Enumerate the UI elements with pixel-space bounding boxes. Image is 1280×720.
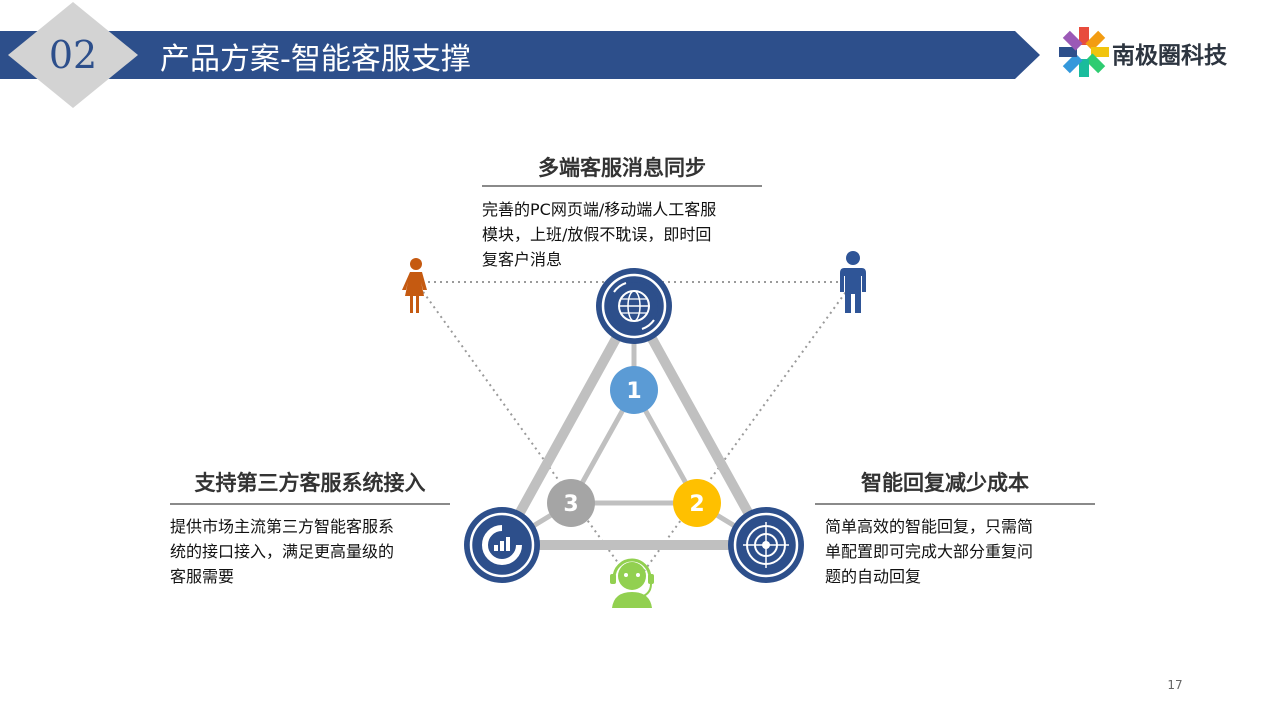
female-user-icon	[402, 258, 427, 313]
main-triangle	[497, 301, 771, 550]
badge-1: 1	[610, 366, 658, 414]
dotted-triangle	[415, 281, 855, 587]
feature-title-third-party: 支持第三方客服系统接入	[194, 471, 426, 495]
badge-3: 3	[547, 479, 595, 527]
target-icon	[728, 507, 804, 583]
feature-rule-top	[482, 185, 762, 187]
badge-3-label: 3	[563, 492, 578, 517]
badge-2: 2	[673, 479, 721, 527]
feature-title-multi-end: 多端客服消息同步	[538, 156, 706, 180]
header-banner	[0, 2, 1040, 108]
feature-title-smart-reply: 智能回复减少成本	[861, 471, 1029, 495]
globe-icon	[596, 268, 672, 344]
headset-agent-icon	[610, 558, 654, 608]
section-number: 02	[48, 33, 98, 77]
feature-desc-third-party: 提供市场主流第三方智能客服系 统的接口接入，满足更高量级的 客服需要	[170, 517, 395, 586]
inner-triangle	[566, 384, 702, 506]
title-bar	[0, 31, 1040, 79]
logo-icon	[1059, 27, 1109, 77]
badge-1-label: 1	[626, 379, 641, 404]
feature-desc-smart-reply: 简单高效的智能回复，只需简 单配置即可完成大部分重复问 题的自动回复	[825, 517, 1034, 586]
section-diamond	[8, 2, 138, 108]
logo-text: 南极圈科技	[1112, 43, 1227, 69]
feature-desc-multi-end: 完善的PC网页端/移动端人工客服 模块，上班/放假不耽误，即时回 复客户消息	[482, 200, 717, 269]
feature-rule-left	[170, 503, 450, 505]
chart-icon	[464, 507, 540, 583]
page-title: 产品方案-智能客服支撑	[160, 42, 471, 77]
page-number: 17	[1167, 678, 1183, 692]
badge-2-label: 2	[689, 492, 704, 517]
feature-rule-right	[815, 503, 1095, 505]
male-user-icon	[840, 251, 866, 313]
